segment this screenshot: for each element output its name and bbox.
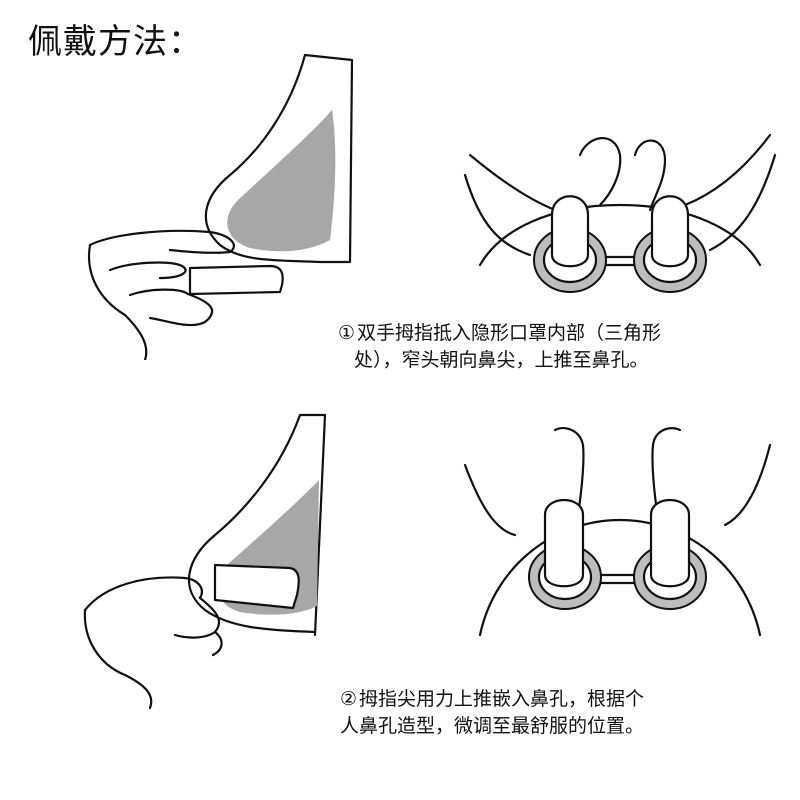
page-title: 佩戴方法： bbox=[28, 22, 203, 62]
step1-side-view-illustration bbox=[87, 53, 354, 360]
step1-number: ① bbox=[338, 322, 356, 344]
step2-side-view-illustration bbox=[83, 413, 327, 710]
step2-caption-line2: 人鼻孔造型，微调至最舒服的位置。 bbox=[340, 715, 645, 737]
step2-number: ② bbox=[340, 688, 358, 710]
step2-front-view-illustration bbox=[463, 427, 772, 637]
step1-front-view-illustration bbox=[463, 133, 777, 293]
step1-caption-line2: 处），窄头朝向鼻尖，上推至鼻孔。 bbox=[354, 349, 649, 371]
